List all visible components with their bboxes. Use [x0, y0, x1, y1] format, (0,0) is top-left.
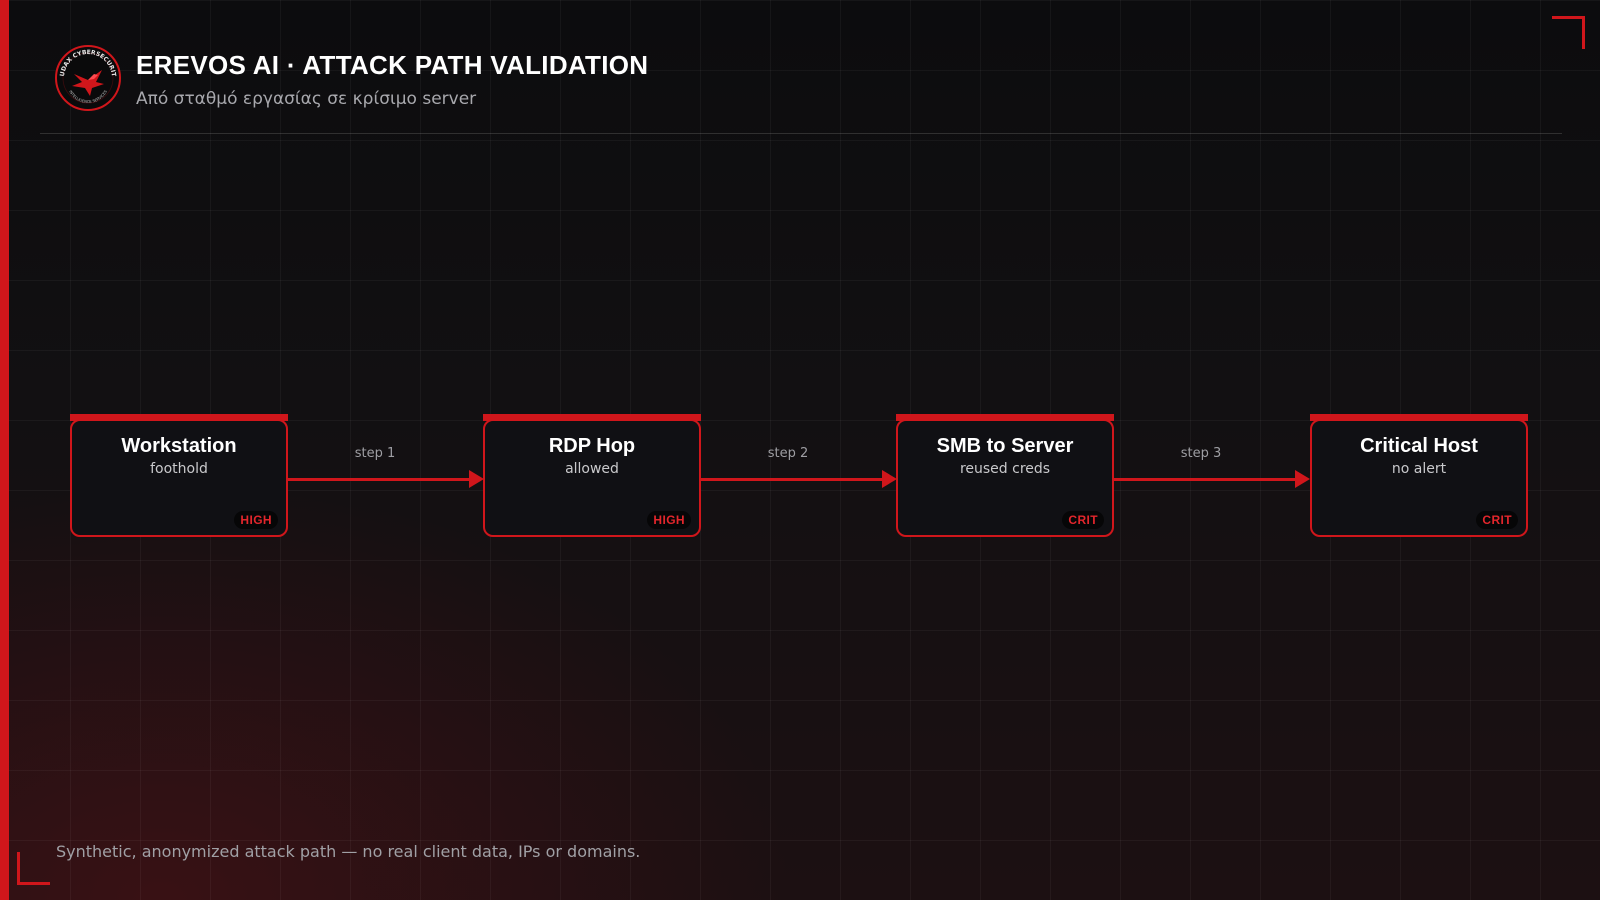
eagle-icon: AUDAX CYBERSECURITY INTELLIGENCE SERVICE… [54, 44, 121, 111]
node-critical-host[interactable]: Critical Host no alert CRIT [1310, 414, 1528, 537]
arrow-head-icon [882, 470, 897, 488]
node-subtitle: allowed [565, 461, 619, 477]
node-rdp-hop[interactable]: RDP Hop allowed HIGH [483, 414, 701, 537]
page-title: EREVOS AI · ATTACK PATH VALIDATION [136, 50, 649, 80]
arrow-head-icon [1295, 470, 1310, 488]
edge-line-step-3 [1114, 478, 1297, 481]
edge-line-step-2 [701, 478, 884, 481]
node-title: RDP Hop [548, 435, 636, 457]
header: AUDAX CYBERSECURITY INTELLIGENCE SERVICE… [54, 44, 648, 112]
node-title: SMB to Server [936, 435, 1074, 457]
node-workstation[interactable]: Workstation foothold HIGH [70, 414, 288, 537]
edge-line-step-1 [288, 478, 471, 481]
node-subtitle: foothold [150, 461, 208, 477]
disclaimer-footnote: Synthetic, anonymized attack path — no r… [56, 842, 641, 861]
arrow-head-icon [469, 470, 484, 488]
node-smb-to-server[interactable]: SMB to Server reused creds CRIT [896, 414, 1114, 537]
accent-bar [0, 0, 9, 900]
severity-badge: HIGH [234, 511, 278, 529]
node-title: Workstation [121, 435, 237, 457]
severity-badge: HIGH [647, 511, 691, 529]
edge-label-step-2: step 2 [767, 446, 809, 461]
severity-badge: CRIT [1476, 511, 1518, 529]
corner-bracket-top-right [1552, 16, 1585, 49]
node-subtitle: no alert [1391, 461, 1447, 477]
page-subtitle: Από σταθμό εργασίας σε κρίσιμο server [136, 89, 477, 109]
corner-bracket-bottom-left [17, 852, 50, 885]
edge-label-step-1: step 1 [354, 446, 396, 461]
header-divider [40, 133, 1562, 134]
node-subtitle: reused creds [959, 461, 1051, 477]
severity-badge: CRIT [1062, 511, 1104, 529]
node-title: Critical Host [1360, 435, 1478, 457]
edge-label-step-3: step 3 [1180, 446, 1222, 461]
